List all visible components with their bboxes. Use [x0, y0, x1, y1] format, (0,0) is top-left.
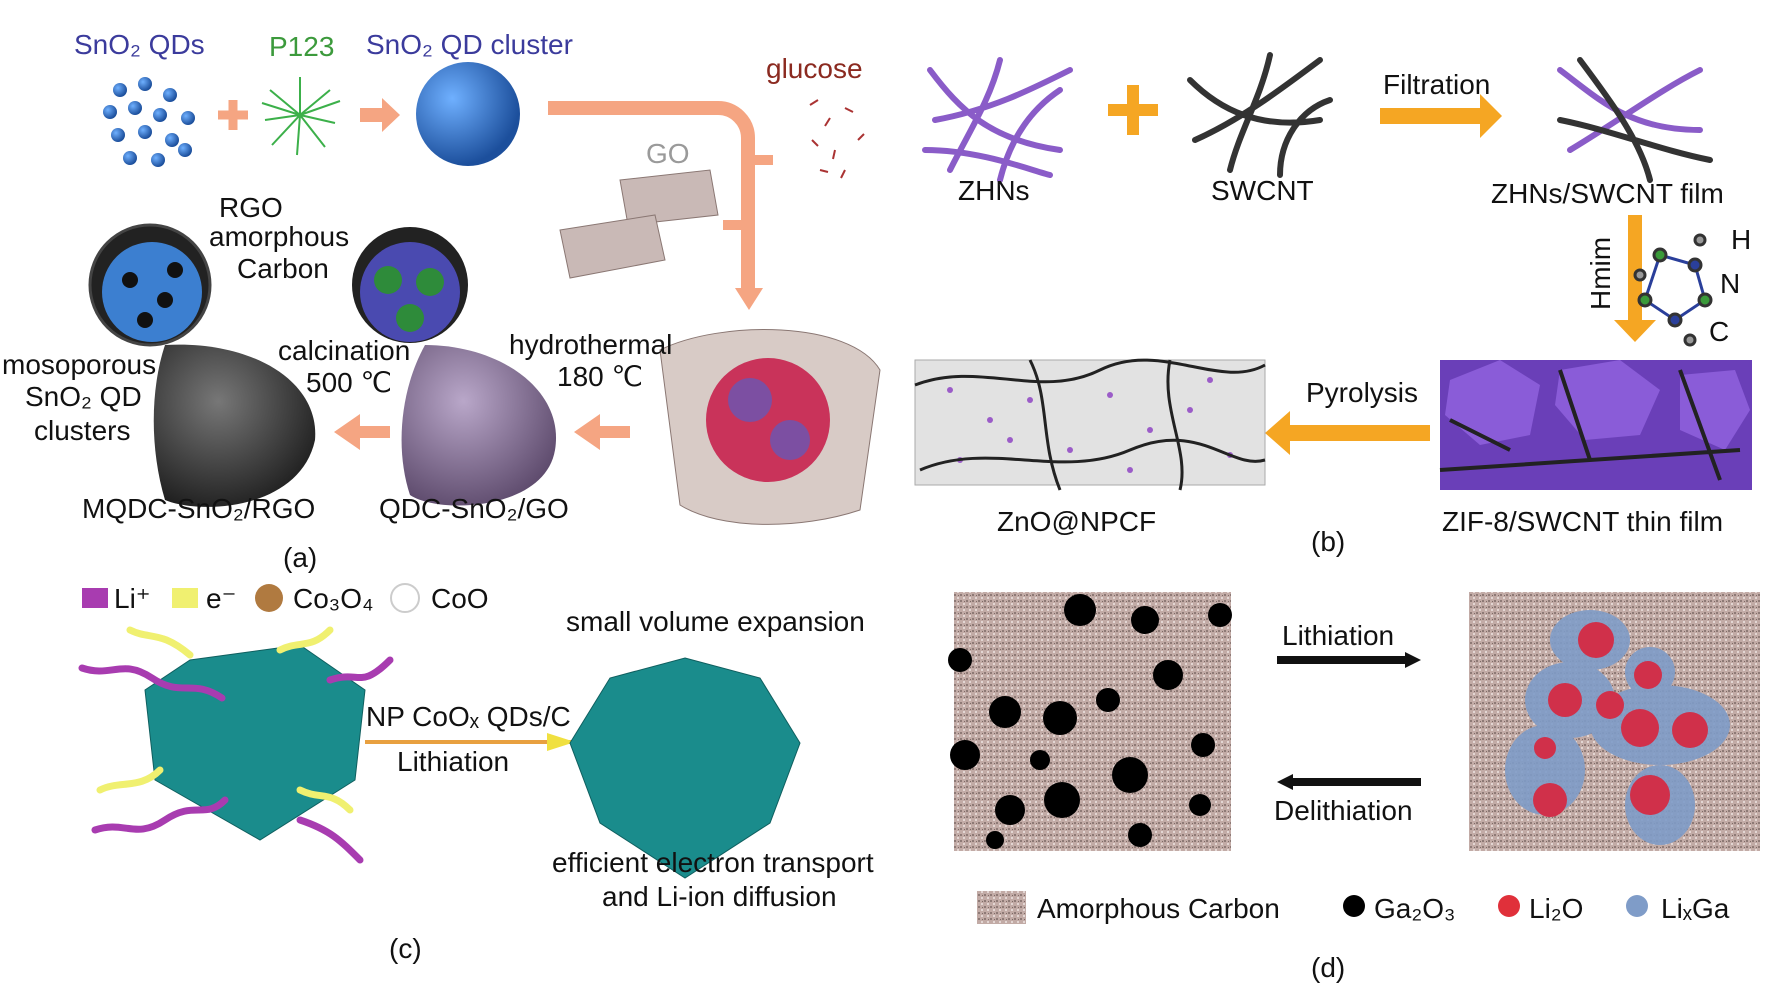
arrow-left-icon: [574, 414, 630, 450]
arrow-left-icon: [334, 414, 390, 450]
swcnt-icon: [1187, 52, 1333, 178]
label-hydrothermal: hydrothermal: [509, 329, 672, 360]
label-zif: ZIF-8/SWCNT thin film: [1442, 506, 1723, 537]
arrow-head-icon: [1277, 774, 1293, 790]
label-swcnt: SWCNT: [1211, 175, 1314, 206]
label-go: GO: [646, 138, 690, 169]
arrow-right-icon: [1380, 94, 1502, 138]
label-mqdc: MQDC-SnO₂/RGO: [82, 493, 315, 524]
coo-swatch: [390, 583, 420, 613]
p123-polymer-icon: [261, 77, 341, 156]
plus-icon: [218, 100, 248, 130]
branch-lines: [723, 155, 773, 230]
legend-co3o4: Co₃O₄: [293, 583, 373, 614]
panel-a: SnO₂ QDs P123 SnO₂ QD cluster glucose GO: [2, 29, 881, 573]
panel-label-a: (a): [283, 542, 317, 573]
legend-li: Li⁺: [114, 583, 151, 614]
label-pyrolysis: Pyrolysis: [1306, 377, 1418, 408]
arrow-left-icon: [1265, 411, 1430, 455]
panel-d: Lithiation Delithiation Amorphous Carbon…: [948, 592, 1760, 983]
label-qdc: QDC-SnO₂/GO: [379, 493, 569, 524]
label-atom-n: N: [1720, 268, 1740, 299]
panel-label-d: (d): [1311, 952, 1345, 983]
carbon-swatch: [977, 891, 1026, 924]
co3o4-swatch: [255, 584, 283, 612]
legend-coo: CoO: [431, 583, 489, 614]
polyhedron-after: [569, 657, 801, 879]
qdc-zoom-bubble: [352, 227, 468, 343]
label-mesoporous-2: SnO₂ QD: [25, 381, 142, 412]
zif8-film: [1439, 360, 1752, 490]
arrow-down-icon: [735, 288, 763, 310]
zno-npcf: [914, 358, 1266, 491]
label-lithiation: Lithiation: [1282, 620, 1394, 651]
li-ion-swatch: [82, 588, 108, 608]
label-film: ZHNs/SWCNT film: [1491, 178, 1724, 209]
label-qd-cluster: SnO₂ QD cluster: [366, 29, 573, 60]
label-hmim: Hmim: [1585, 237, 1616, 310]
qdc-particle: [401, 345, 557, 506]
arrow-icon: [360, 98, 400, 132]
label-amorphous: amorphous: [209, 221, 349, 252]
label-filtration: Filtration: [1383, 69, 1490, 100]
wavy-arrows: [78, 626, 394, 864]
label-zhns: ZHNs: [958, 175, 1030, 206]
legend-lixga: LiₓGa: [1661, 893, 1730, 924]
zhns-icon: [922, 57, 1073, 183]
go-sheets-icon: [559, 169, 719, 279]
li2o-swatch: [1498, 895, 1520, 917]
legend-ga2o3: Ga₂O₃: [1374, 893, 1455, 924]
label-delithiation: Delithiation: [1274, 795, 1413, 826]
ga2o3-swatch: [1343, 895, 1365, 917]
label-calcination: calcination: [278, 335, 410, 366]
label-glucose: glucose: [766, 53, 863, 84]
hydrothermal-product: [659, 329, 881, 525]
electron-swatch: [172, 588, 198, 608]
arrow-head-icon: [547, 733, 575, 751]
label-mesoporous-1: mosoporous: [2, 349, 156, 380]
label-sno2-qds: SnO₂ QDs: [74, 29, 205, 60]
label-np-coox: NP CoOₓ QDs/C: [366, 701, 571, 732]
hmim-molecule-icon: [1633, 233, 1713, 347]
panel-b: ZHNs SWCNT Filtration ZHNs/SWCNT film Hm…: [914, 52, 1752, 557]
process-line: [548, 101, 755, 288]
label-atom-c: C: [1709, 316, 1729, 347]
panel-c: Li⁺ e⁻ Co₃O₄ CoO NP CoOₓ QDs/C Lithiatio…: [78, 583, 874, 964]
qd-cluster-sphere: [416, 62, 520, 166]
panel-label-c: (c): [389, 933, 422, 964]
label-zno: ZnO@NPCF: [997, 506, 1156, 537]
label-carbon: Carbon: [237, 253, 329, 284]
before-lithiation-square: [948, 592, 1232, 851]
lixga-swatch: [1626, 895, 1648, 917]
label-p123: P123: [269, 31, 334, 62]
mqdc-particle: [153, 344, 316, 507]
label-mesoporous-3: clusters: [34, 415, 130, 446]
legend-carbon: Amorphous Carbon: [1037, 893, 1280, 924]
label-efficient-1: efficient electron transport: [552, 847, 874, 878]
legend-e: e⁻: [206, 583, 236, 614]
label-rgo: RGO: [219, 192, 283, 223]
qd-dots-icon: [103, 77, 195, 167]
glucose-icon: [809, 99, 865, 179]
legend-li2o: Li₂O: [1529, 893, 1583, 924]
arrow-head-icon: [1405, 652, 1421, 668]
label-c-lithiation: Lithiation: [397, 746, 509, 777]
plus-icon: [1108, 85, 1158, 135]
label-atom-h: H: [1731, 224, 1751, 255]
composite-film-icon: [1557, 57, 1713, 183]
label-calc-temp: 500 ℃: [306, 367, 392, 398]
label-efficient-2: and Li-ion diffusion: [602, 881, 837, 912]
rgo-zoom-bubble: [88, 223, 212, 347]
label-hydro-temp: 180 ℃: [557, 361, 643, 392]
after-lithiation-square: [1469, 592, 1760, 851]
label-small-volume: small volume expansion: [566, 606, 865, 637]
panel-label-b: (b): [1311, 526, 1345, 557]
